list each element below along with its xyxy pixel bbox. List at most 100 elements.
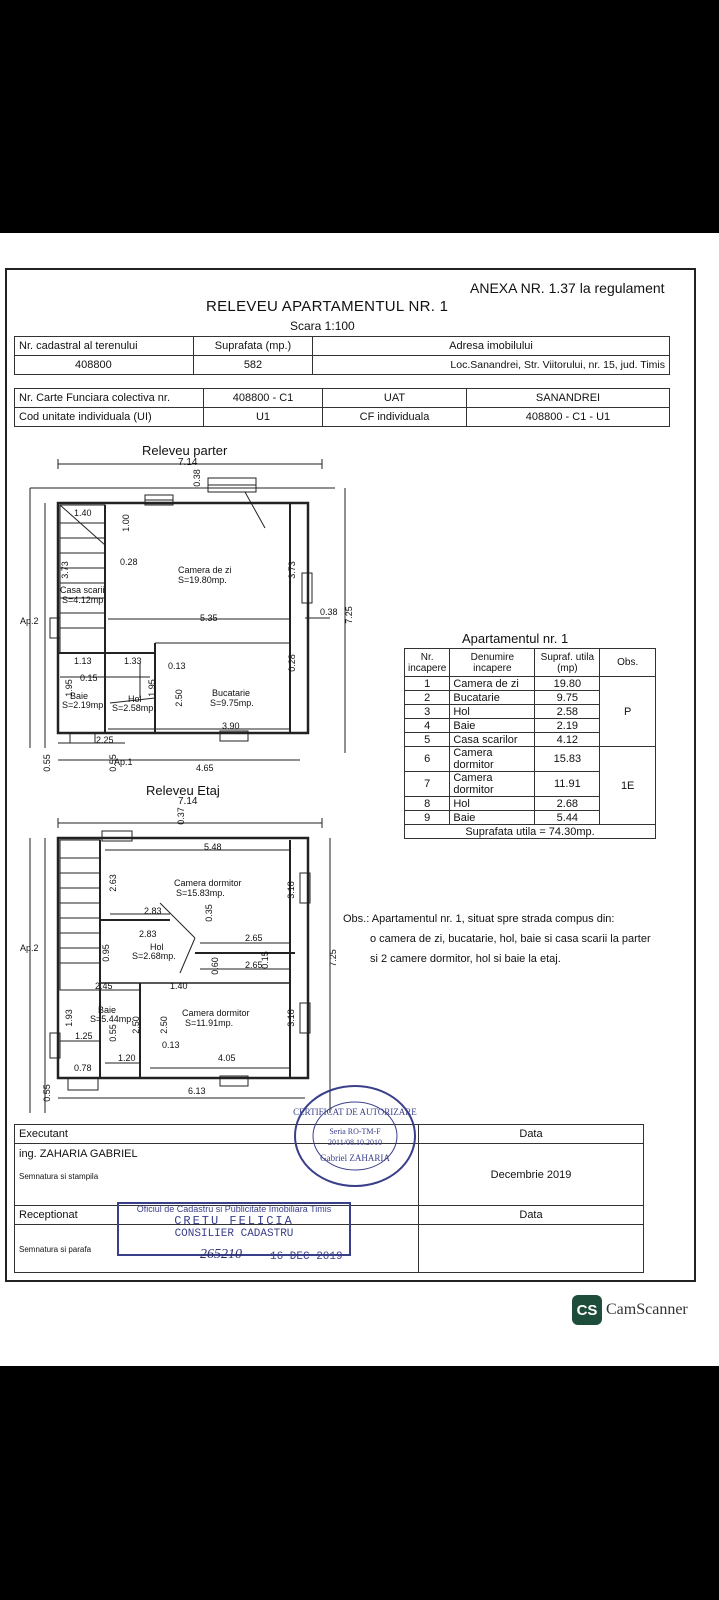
dim-label: 0.55 [107, 1024, 118, 1042]
document-border [5, 268, 696, 1282]
dim-label: 4.65 [196, 763, 214, 773]
room-name-stairs: Casa scarii [60, 585, 105, 595]
cell-obs: 1E [599, 746, 656, 825]
dim-label: 7.25 [327, 949, 338, 967]
land-book-label: Nr. Carte Funciara colectiva nr. [14, 388, 204, 408]
dim-label: 0.95 [100, 944, 111, 962]
cell-name: Baie [449, 718, 536, 733]
cell-area: 15.83 [534, 746, 601, 772]
dim-label: 0.28 [286, 654, 297, 672]
neighbor-label: Ap.2 [20, 616, 39, 626]
column-header: Nr. incapere [403, 648, 451, 677]
dim-label: 1.93 [63, 1009, 74, 1027]
entrance-label: Ap.1 [114, 757, 133, 767]
cell-name: Camera dormitor [449, 746, 536, 772]
room-table: Nr. incapere Denumire incapere Supraf. u… [403, 648, 656, 839]
dim-label: 0.55 [41, 754, 52, 772]
stamp-person: Gabriel ZAHARIA [320, 1153, 390, 1163]
dim-label: 2.63 [107, 874, 118, 892]
dim-label: 7.14 [178, 457, 198, 468]
bottom-black-bar [0, 1366, 719, 1600]
dim-label: 6.13 [188, 1086, 206, 1096]
camscanner-brand: CamScanner [606, 1301, 688, 1318]
room-name-bath: Baie [70, 691, 89, 701]
dim-label: 0.38 [191, 469, 202, 487]
land-book-table: Nr. Carte Funciara colectiva nr. 408800 … [14, 388, 670, 427]
dim-label: 0.13 [168, 661, 186, 671]
cell-name: Baie [449, 810, 536, 825]
cell-nr: 4 [403, 718, 451, 733]
cell-area: 2.19 [534, 718, 601, 733]
scale-label: Scara 1:100 [290, 319, 355, 333]
room-area-upper-hall: S=2.68mp. [132, 951, 176, 961]
address-value: Loc.Sanandrei, Str. Viitorului, nr. 15, … [312, 355, 670, 375]
annex-label: ANEXA NR. 1.37 la regulament [470, 280, 665, 296]
dim-label: 1.00 [120, 514, 131, 532]
stamp-office: Oficiul de Cadastru si Publicitate Imobi… [136, 1204, 332, 1214]
dim-label: 2.65 [245, 933, 263, 943]
upper-floor-title: Releveu Etaj [146, 783, 220, 798]
room-area-stairs: S=4.12mp. [62, 595, 106, 605]
top-black-bar [0, 0, 719, 233]
certificate-stamp: CERTIFICAT DE AUTORIZARE Seria RO-TM-F 2… [293, 1085, 417, 1187]
signature-caption: Semnatura si parafa [19, 1244, 92, 1254]
cell-nr: 5 [403, 732, 451, 747]
cell-name: Casa scarilor [449, 732, 536, 747]
dim-label: 1.40 [170, 981, 188, 991]
dim-label: 2.83 [139, 929, 157, 939]
date-label: Data [418, 1124, 644, 1144]
stamp-serie: Seria RO-TM-F [329, 1127, 381, 1136]
cell-area: 4.12 [534, 732, 601, 747]
signature-caption: Semnatura si stampila [19, 1172, 99, 1181]
observation-line: si 2 camere dormitor, hol si baie la eta… [370, 953, 561, 965]
room-area-bedroom-2: S=11.91mp. [185, 1018, 234, 1028]
dim-label: 2.50 [173, 689, 184, 707]
cell-nr: 9 [403, 810, 451, 825]
room-name-kitchen: Bucatarie [212, 688, 251, 698]
office-stamp: Oficiul de Cadastru si Publicitate Imobi… [117, 1202, 351, 1256]
room-name-hall: Hol [128, 694, 142, 704]
stamp-name: CRETU FELICIA [174, 1214, 294, 1228]
room-name-living: Camera de zi [178, 565, 232, 575]
scanned-document-page: ANEXA NR. 1.37 la regulament RELEVEU APA… [0, 233, 719, 1366]
land-book-value: 408800 - C1 [203, 388, 323, 408]
cell-name: Bucatarie [449, 690, 536, 705]
cell-name: Hol [449, 796, 536, 811]
total-area: Suprafata utila = 74.30mp. [404, 824, 656, 839]
dim-label: 0.38 [320, 607, 338, 617]
dim-label: 3.90 [222, 721, 240, 731]
cell-area: 5.44 [534, 810, 601, 825]
column-header: Denumire incapere [449, 648, 536, 677]
dim-label: 0.15 [259, 951, 270, 969]
stamp-certificat: CERTIFICAT DE AUTORIZARE [293, 1107, 417, 1117]
executant-label: Executant [14, 1124, 419, 1144]
floor-plans [29, 459, 346, 1113]
individual-cf-label: CF individuala [322, 407, 467, 427]
cell-nr: 1 [403, 676, 451, 691]
dim-label: 1.20 [118, 1053, 136, 1063]
signature-table: Executant Data ing. ZAHARIA GABRIEL Semn… [14, 1124, 644, 1273]
observation-line: o camera de zi, bucatarie, hol, baie si … [370, 933, 651, 945]
dim-label: 0.37 [175, 807, 186, 825]
area-value: 582 [193, 355, 313, 375]
property-info-table: Nr. cadastral al terenului Suprafata (mp… [14, 336, 670, 375]
page-title: RELEVEU APARTAMENTUL NR. 1 [206, 298, 449, 315]
registration-number: 265210 [200, 1247, 242, 1262]
room-name-bedroom-2: Camera dormitor [182, 1008, 250, 1018]
engineer-name: ing. ZAHARIA GABRIEL [19, 1148, 138, 1160]
cell-area: 11.91 [534, 771, 601, 797]
neighbor-label: Ap.2 [20, 943, 39, 953]
dim-label: 2.65 [245, 960, 263, 970]
room-table-title: Apartamentul nr. 1 [462, 631, 569, 646]
camscanner-logo-icon: CS [572, 1295, 602, 1325]
cell-nr: 6 [403, 746, 451, 772]
cell-obs: P [599, 676, 656, 747]
dim-label: 0.35 [203, 904, 214, 922]
cell-nr: 8 [403, 796, 451, 811]
date-label: Data [418, 1205, 644, 1225]
cell-area: 2.58 [534, 704, 601, 719]
cell-nr: 3 [403, 704, 451, 719]
cell-area: 9.75 [534, 690, 601, 705]
